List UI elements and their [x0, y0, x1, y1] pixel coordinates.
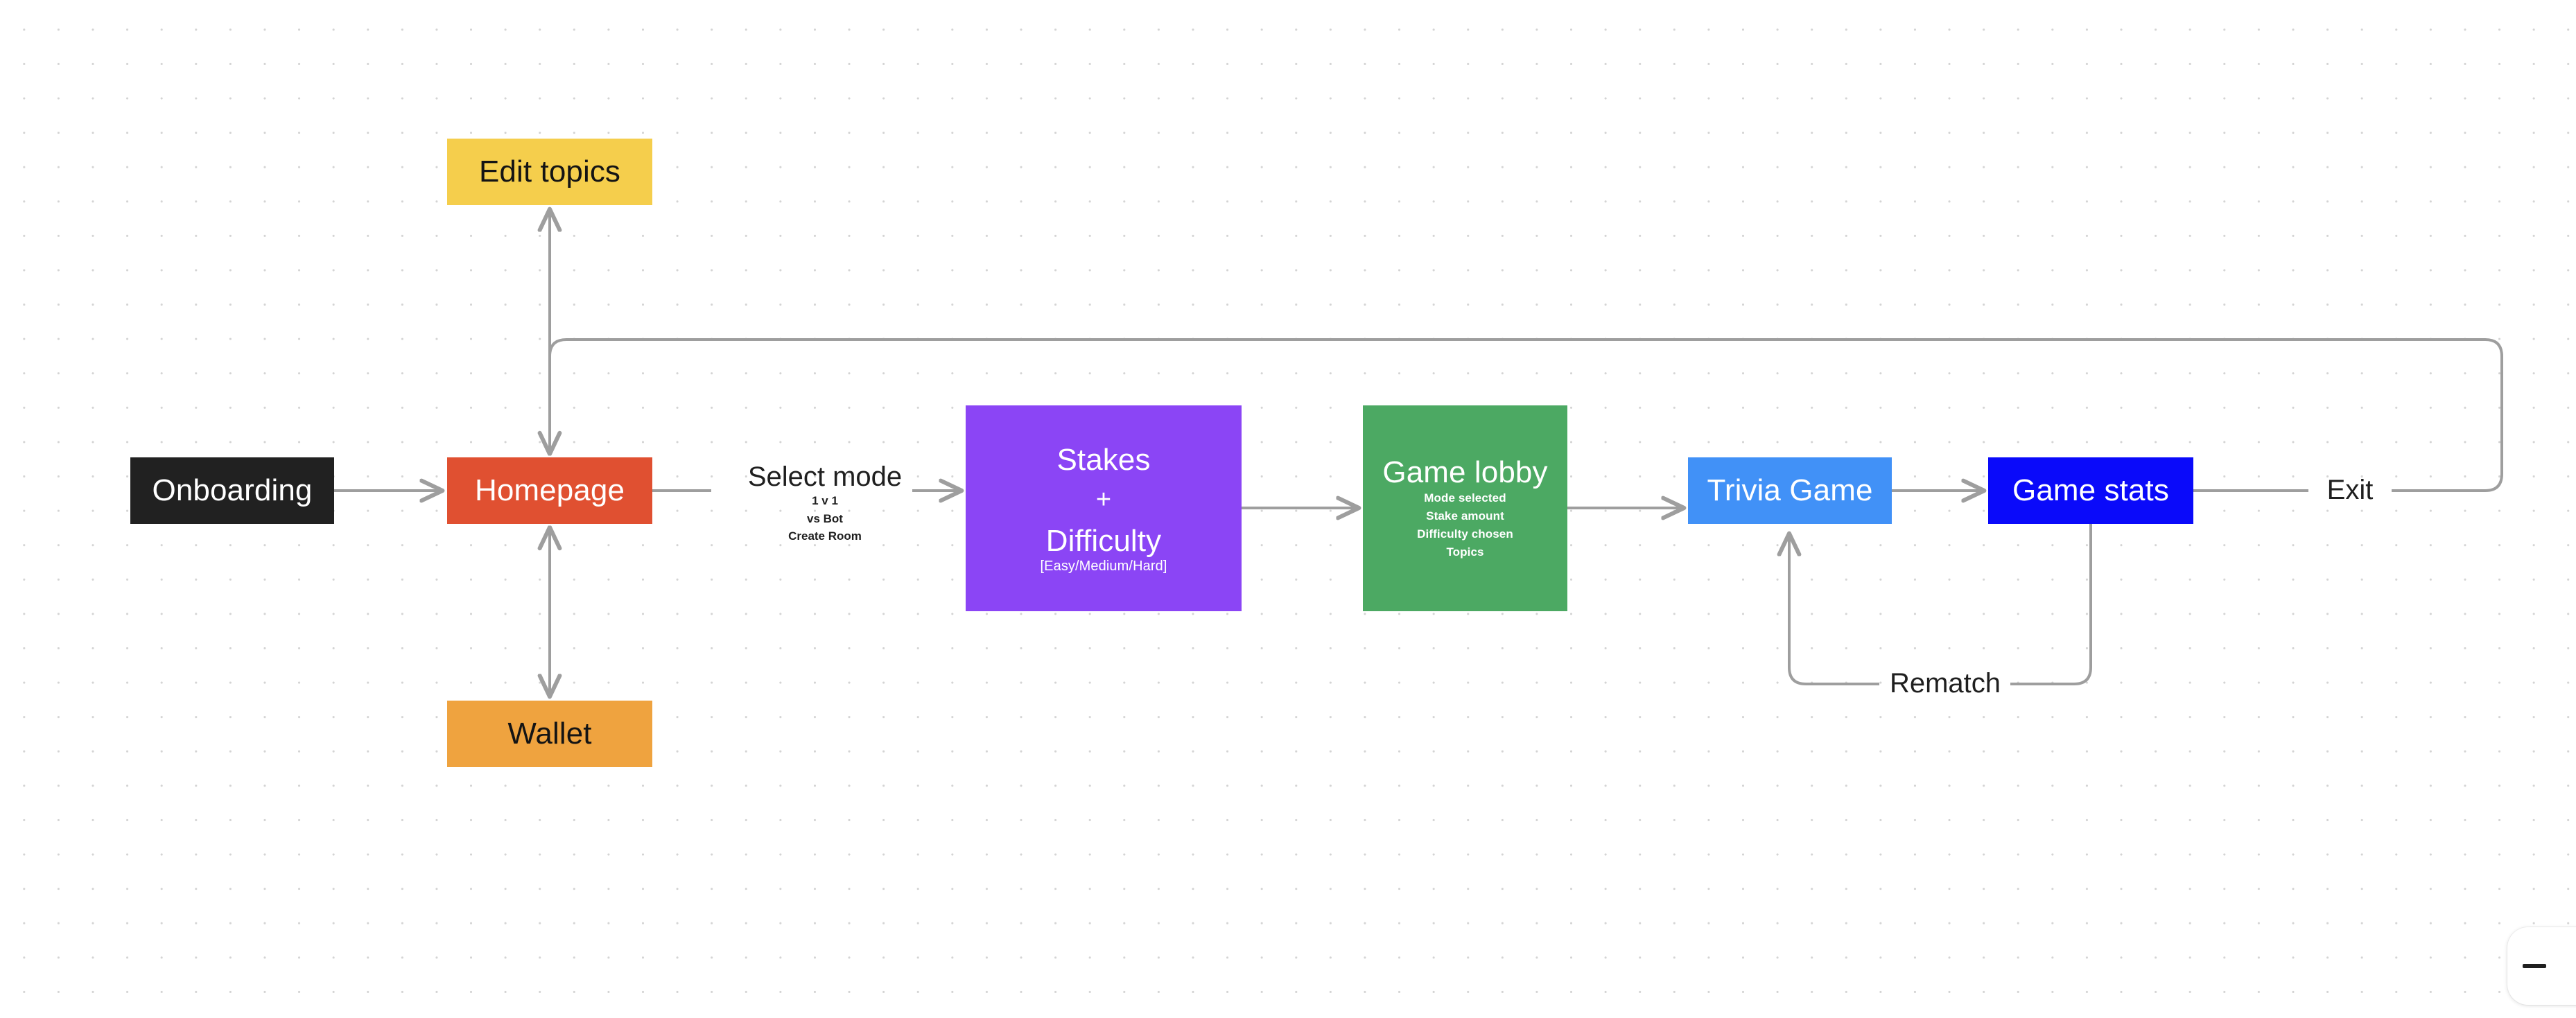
edge-label-select-mode-sub-vs-bot: vs Bot — [807, 511, 843, 525]
node-edit-topics-label: Edit topics — [478, 155, 621, 189]
edge-label-exit-title: Exit — [2326, 475, 2374, 506]
edge-label-rematch[interactable]: Rematch — [1879, 666, 2011, 702]
node-game-lobby[interactable]: Game lobby Mode selected Stake amount Di… — [1363, 405, 1567, 611]
node-game-lobby-detail-difficulty: Difficulty chosen — [1417, 527, 1513, 541]
zoom-toolbar[interactable] — [2507, 927, 2576, 1005]
edge-label-exit[interactable]: Exit — [2308, 473, 2392, 509]
node-onboarding[interactable]: Onboarding — [130, 457, 334, 524]
node-game-stats-label: Game stats — [2012, 473, 2169, 508]
edge-label-select-mode-sub-1v1: 1 v 1 — [812, 494, 838, 508]
node-homepage[interactable]: Homepage — [447, 457, 652, 524]
edge-label-select-mode-title: Select mode — [747, 462, 903, 493]
node-stakes-difficulty[interactable]: Stakes + Difficulty [Easy/Medium/Hard] — [966, 405, 1242, 611]
node-stakes-plus: + — [1095, 485, 1112, 515]
edge-rematch-right-segment — [2010, 524, 2092, 685]
node-homepage-label: Homepage — [474, 473, 625, 508]
node-game-stats[interactable]: Game stats — [1988, 457, 2193, 524]
node-game-lobby-detail-stake: Stake amount — [1426, 509, 1504, 523]
node-trivia-game-label: Trivia Game — [1707, 473, 1873, 508]
edge-label-select-mode-sub-create-room: Create Room — [788, 529, 862, 543]
edge-label-rematch-title: Rematch — [1889, 668, 2001, 699]
node-wallet-label: Wallet — [507, 717, 592, 751]
node-game-lobby-label: Game lobby — [1382, 455, 1548, 490]
node-game-lobby-detail-topics: Topics — [1446, 545, 1484, 559]
edge-rematch-left-segment — [1789, 535, 1879, 685]
node-stakes-label: Stakes — [1056, 443, 1151, 477]
minus-icon[interactable] — [2523, 964, 2546, 968]
node-edit-topics[interactable]: Edit topics — [447, 139, 652, 205]
node-trivia-game[interactable]: Trivia Game — [1688, 457, 1892, 524]
node-difficulty-label: Difficulty — [1045, 524, 1162, 559]
node-wallet[interactable]: Wallet — [447, 701, 652, 767]
node-game-lobby-detail-mode: Mode selected — [1424, 491, 1506, 505]
node-difficulty-sublabel: [Easy/Medium/Hard] — [1040, 558, 1167, 574]
node-onboarding-label: Onboarding — [152, 473, 313, 508]
edge-label-select-mode[interactable]: Select mode 1 v 1 vs Bot Create Room — [721, 462, 929, 543]
